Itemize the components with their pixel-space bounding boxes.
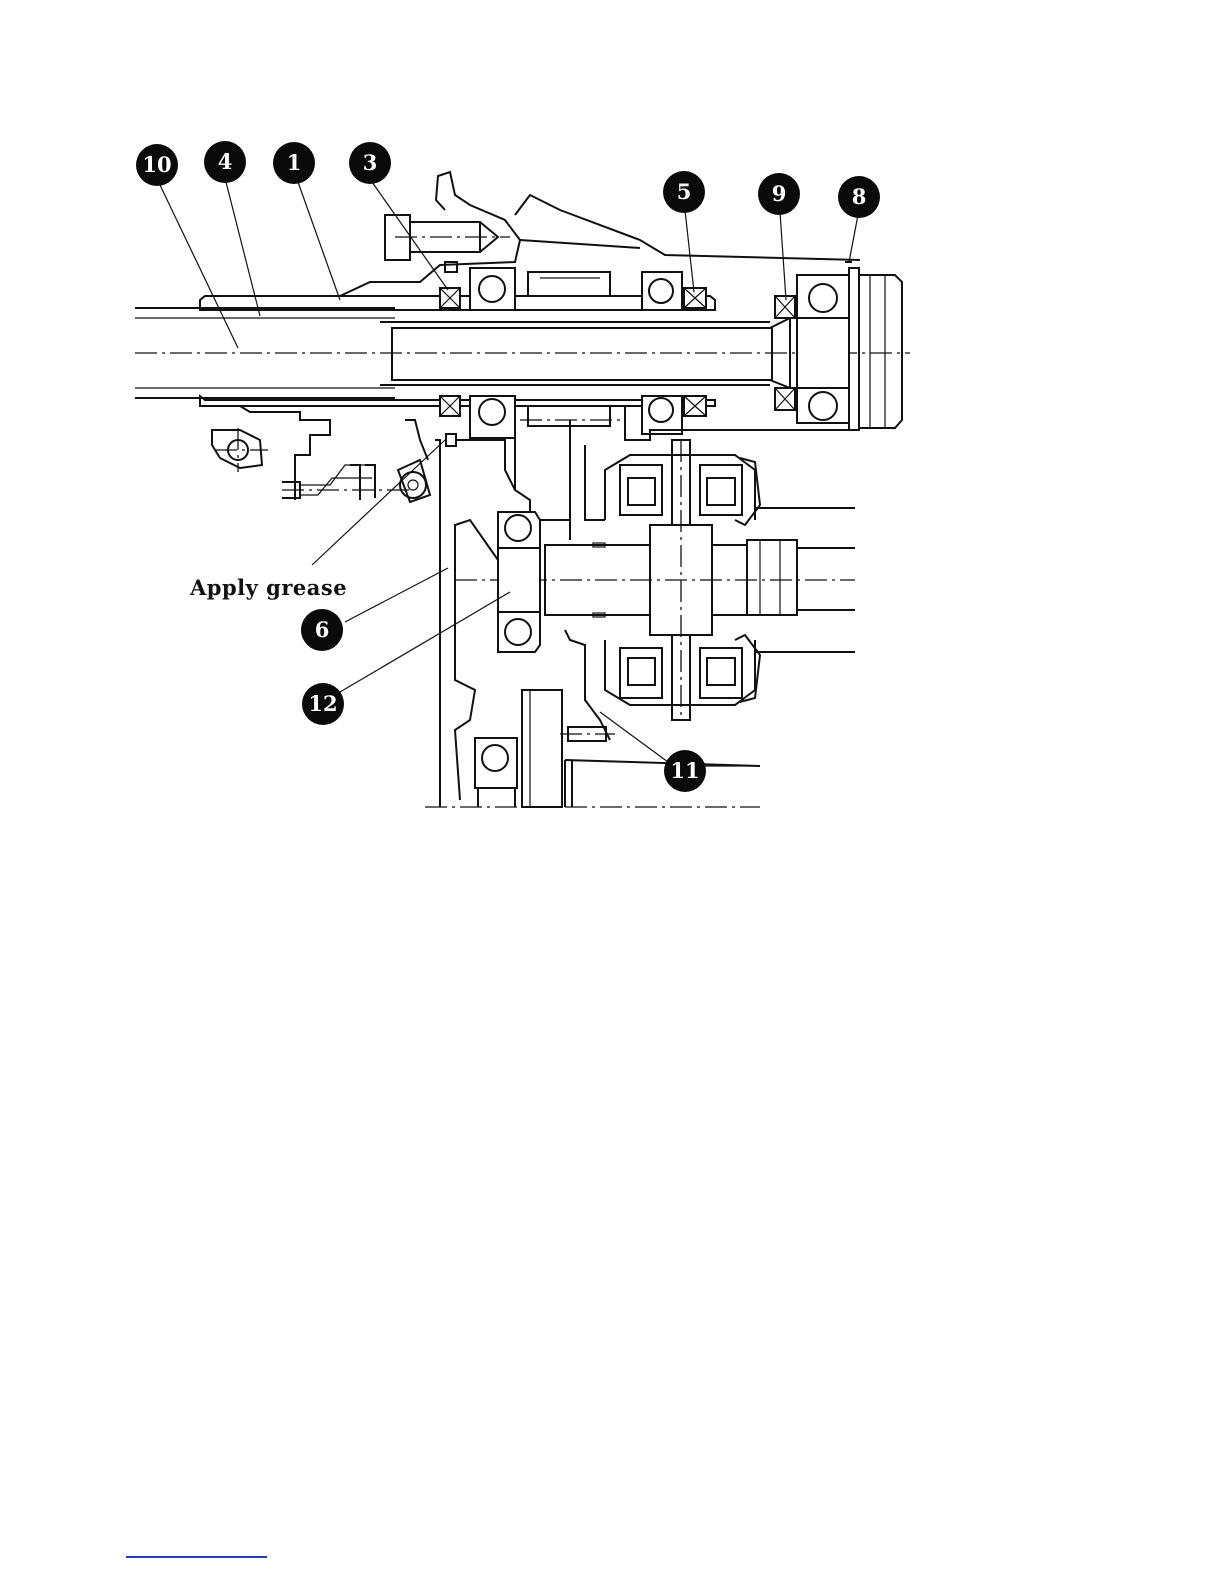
end-nut [845, 262, 902, 430]
callout-12-text: 12 [308, 691, 337, 716]
seal-upper-mid [684, 288, 706, 308]
callout-4-text: 4 [218, 149, 233, 174]
seal-lower-right [775, 388, 795, 410]
callout-8-text: 8 [852, 184, 867, 209]
callout-11-text: 11 [670, 758, 699, 783]
bearing-lower-left [470, 396, 515, 438]
callout-1: 1 [273, 142, 315, 184]
footer-divider [126, 1556, 267, 1558]
seal-upper-right [775, 296, 795, 318]
callout-12: 12 [302, 683, 344, 725]
callout-6-text: 6 [315, 617, 330, 642]
callout-6: 6 [301, 609, 343, 651]
callout-3: 3 [349, 142, 391, 184]
seal-lower-mid [684, 396, 706, 416]
callout-10: 10 [136, 144, 178, 186]
seal-lower-left [440, 396, 460, 416]
callout-4: 4 [204, 141, 246, 183]
differential-lower [605, 635, 855, 720]
callout-5-text: 5 [677, 179, 692, 204]
seal-upper-left [440, 288, 460, 308]
bearing-upper-mid [642, 272, 682, 310]
bearing-lower-mid [642, 396, 682, 434]
callout-11: 11 [664, 750, 706, 792]
bearing-right-pair [797, 275, 849, 423]
shift-linkage [200, 406, 430, 502]
callout-10-text: 10 [142, 152, 171, 177]
callout-5: 5 [663, 171, 705, 213]
callout-9-text: 9 [772, 181, 787, 206]
bearing-upper-left [470, 268, 515, 310]
callout-3-text: 3 [363, 150, 378, 175]
shaft-sleeve [200, 296, 715, 406]
differential-upper [605, 440, 855, 525]
callout-8: 8 [838, 176, 880, 218]
lower-bearing [475, 738, 517, 807]
countershaft-bearing [498, 512, 540, 652]
callout-1-text: 1 [287, 150, 302, 175]
apply-grease-note: Apply grease [189, 575, 347, 600]
lower-gear [522, 690, 615, 807]
callout-9: 9 [758, 173, 800, 215]
